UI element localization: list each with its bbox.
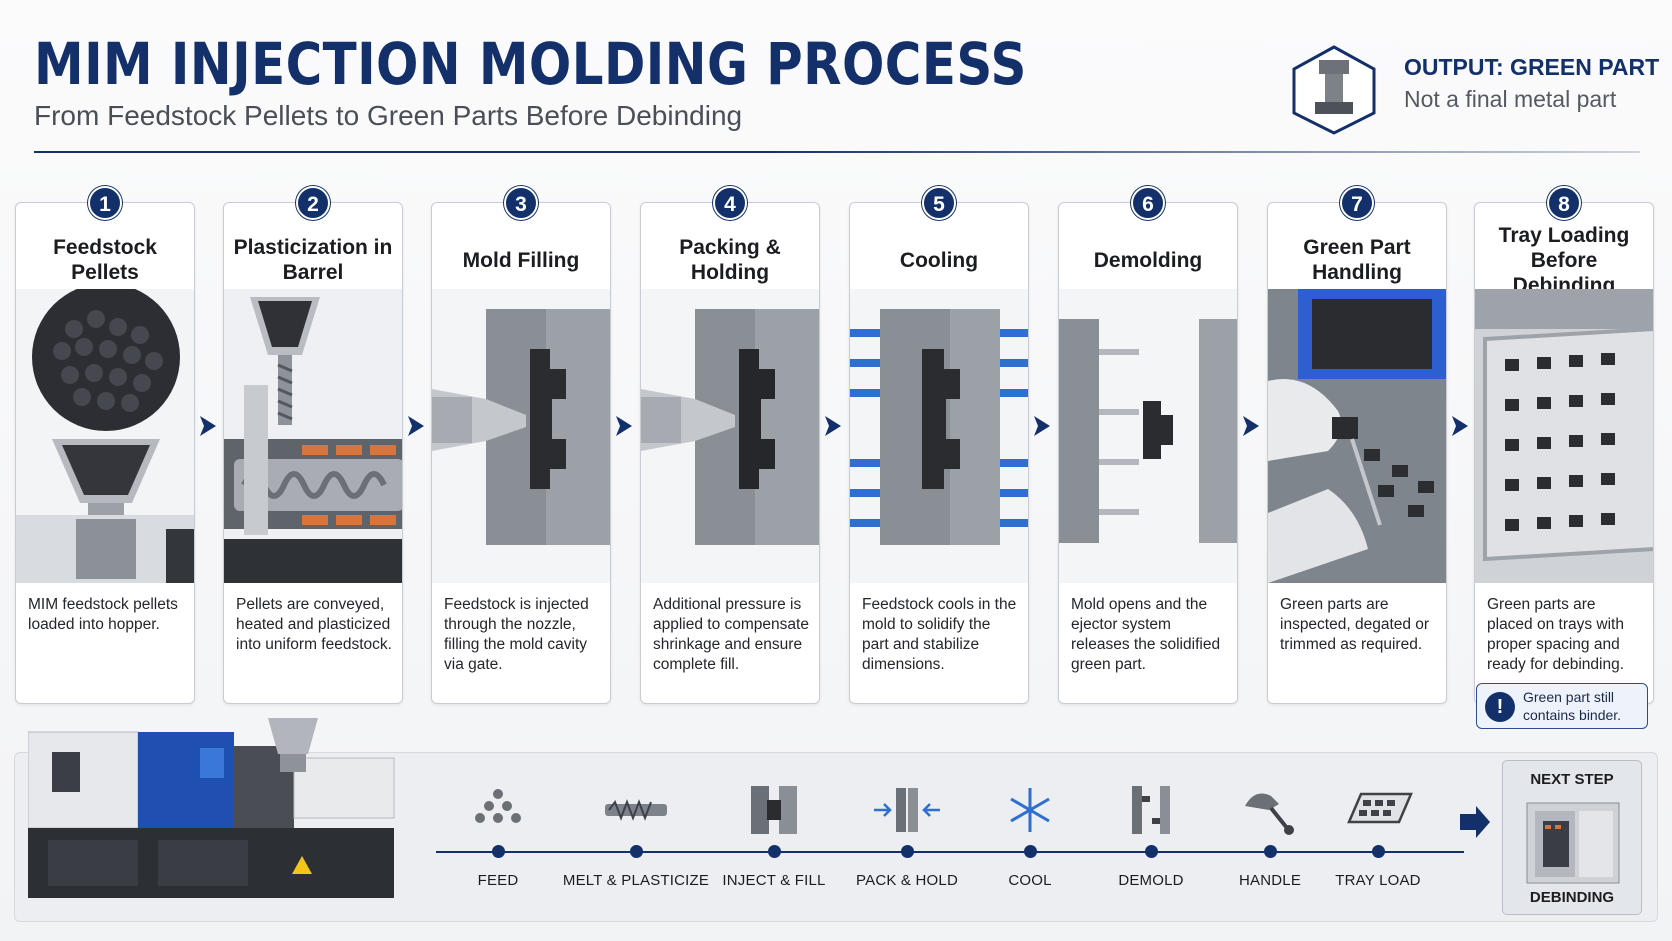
step-title: Feedstock Pellets <box>53 236 157 284</box>
step-title: Mold Filling <box>462 248 580 272</box>
arrow-right-icon <box>200 416 216 436</box>
step-description: Green parts are placed on trays with pro… <box>1487 596 1625 673</box>
page-title: MIM INJECTION MOLDING PROCESS <box>34 30 1027 98</box>
plasticization-barrel-image <box>224 289 402 583</box>
timeline-label: COOL <box>1008 872 1052 889</box>
timeline-node <box>1264 845 1277 858</box>
step-number-badge: 4 <box>713 186 747 220</box>
step-description: Feedstock cools in the mold to solidify … <box>862 596 1017 673</box>
step-number-badge: 1 <box>88 186 122 220</box>
arrow-right-icon <box>408 416 424 436</box>
step-card-1: 1 Feedstock Pellets MIM feedstock <box>15 186 195 704</box>
step-card-5: 5 Cooling Feedstock cools in the mold to… <box>849 186 1029 704</box>
arrow-right-icon <box>1034 416 1050 436</box>
timeline-node <box>1024 845 1037 858</box>
step-number-badge: 3 <box>504 186 538 220</box>
green-part-handling-image <box>1268 289 1446 583</box>
header-divider <box>34 151 1640 153</box>
tray-loading-image <box>1475 289 1653 583</box>
injection-molding-machine-image <box>28 718 395 898</box>
arrow-right-icon <box>1460 806 1490 838</box>
timeline-node <box>492 845 505 858</box>
demolding-image <box>1059 289 1237 583</box>
step-number-badge: 8 <box>1547 186 1581 220</box>
timeline-node <box>1145 845 1158 858</box>
timeline-label: FEED <box>477 872 519 889</box>
step-title: Plasticization in Barrel <box>233 236 393 284</box>
timeline-label: MELT & PLASTICIZE <box>562 872 710 889</box>
step-title: Demolding <box>1093 248 1203 272</box>
output-subtitle: Not a final metal part <box>1404 86 1617 112</box>
step-number-badge: 2 <box>296 186 330 220</box>
step-description: Additional pressure is applied to compen… <box>653 596 809 673</box>
timeline-node <box>630 845 643 858</box>
step-card-3: 3 Mold Filling Feedstock is injected thr… <box>431 186 611 704</box>
step-card-7: 7 Green Part Handling Green parts are in… <box>1267 186 1447 704</box>
step-title: Cooling <box>899 248 979 272</box>
step-card-8: 8 Tray Loading Before Debinding Green pa… <box>1474 186 1654 704</box>
step-card-6: 6 Demolding Mold opens and the ejector s… <box>1058 186 1238 704</box>
next-step-box: NEXT STEP DEBINDING <box>1502 760 1642 915</box>
arrow-right-icon <box>825 416 841 436</box>
step-description: Mold opens and the ejector system releas… <box>1071 596 1221 673</box>
timeline-label: HANDLE <box>1238 872 1302 889</box>
step-number-badge: 6 <box>1131 186 1165 220</box>
packing-holding-image <box>641 289 819 583</box>
timeline-label: DEMOLD <box>1118 872 1184 889</box>
cooling-image <box>850 289 1028 583</box>
page-subtitle: From Feedstock Pellets to Green Parts Be… <box>34 100 743 131</box>
step-title: Packing & Holding <box>679 236 781 284</box>
output-title: OUTPUT: GREEN PART <box>1404 54 1660 80</box>
timeline-node <box>901 845 914 858</box>
pellets-icon <box>475 789 521 823</box>
step-description: Green parts are inspected, degated or tr… <box>1280 596 1430 653</box>
step-description: Feedstock is injected through the nozzle… <box>444 596 589 673</box>
step-number-badge: 5 <box>922 186 956 220</box>
arrow-right-icon <box>616 416 632 436</box>
step-number-badge: 7 <box>1340 186 1374 220</box>
step-card-4: 4 Packing & Holding Additional pressure … <box>640 186 820 704</box>
snowflake-icon <box>1010 788 1050 832</box>
binder-warning-note: ! Green part still contains binder. <box>1476 683 1648 729</box>
debinding-furnace-image <box>1526 802 1620 884</box>
feedstock-pellets-image <box>16 289 194 583</box>
tray-icon <box>1347 792 1413 824</box>
step-title: Green Part Handling <box>1303 236 1411 284</box>
mold-filling-image <box>432 289 610 583</box>
timeline-label: INJECT & FILL <box>722 872 826 889</box>
timeline-label: TRAY LOAD <box>1335 872 1421 889</box>
step-title: Tray Loading Before Debinding <box>1498 223 1630 297</box>
mold-fill-icon <box>751 786 797 834</box>
next-step-name: DEBINDING <box>1529 889 1615 906</box>
note-text: Green part still contains binder. <box>1523 689 1622 723</box>
green-part-hex-icon <box>1292 45 1376 135</box>
arrow-right-icon <box>1243 416 1259 436</box>
step-card-2: 2 Plasticization in Barrel Pellets are c… <box>223 186 403 704</box>
screw-icon <box>605 799 667 821</box>
step-description: MIM feedstock pellets loaded into hopper… <box>28 596 178 633</box>
pack-hold-icon <box>874 788 940 832</box>
timeline-node <box>768 845 781 858</box>
timeline-node <box>1372 845 1385 858</box>
exclamation-icon: ! <box>1485 692 1515 722</box>
arrow-right-icon <box>1452 416 1468 436</box>
demold-icon <box>1132 786 1170 834</box>
step-description: Pellets are conveyed, heated and plastic… <box>236 596 392 653</box>
hand-icon <box>1245 793 1294 835</box>
next-step-label: NEXT STEP <box>1530 771 1614 788</box>
timeline-label: PACK & HOLD <box>856 872 958 889</box>
timeline-line <box>436 851 1464 853</box>
